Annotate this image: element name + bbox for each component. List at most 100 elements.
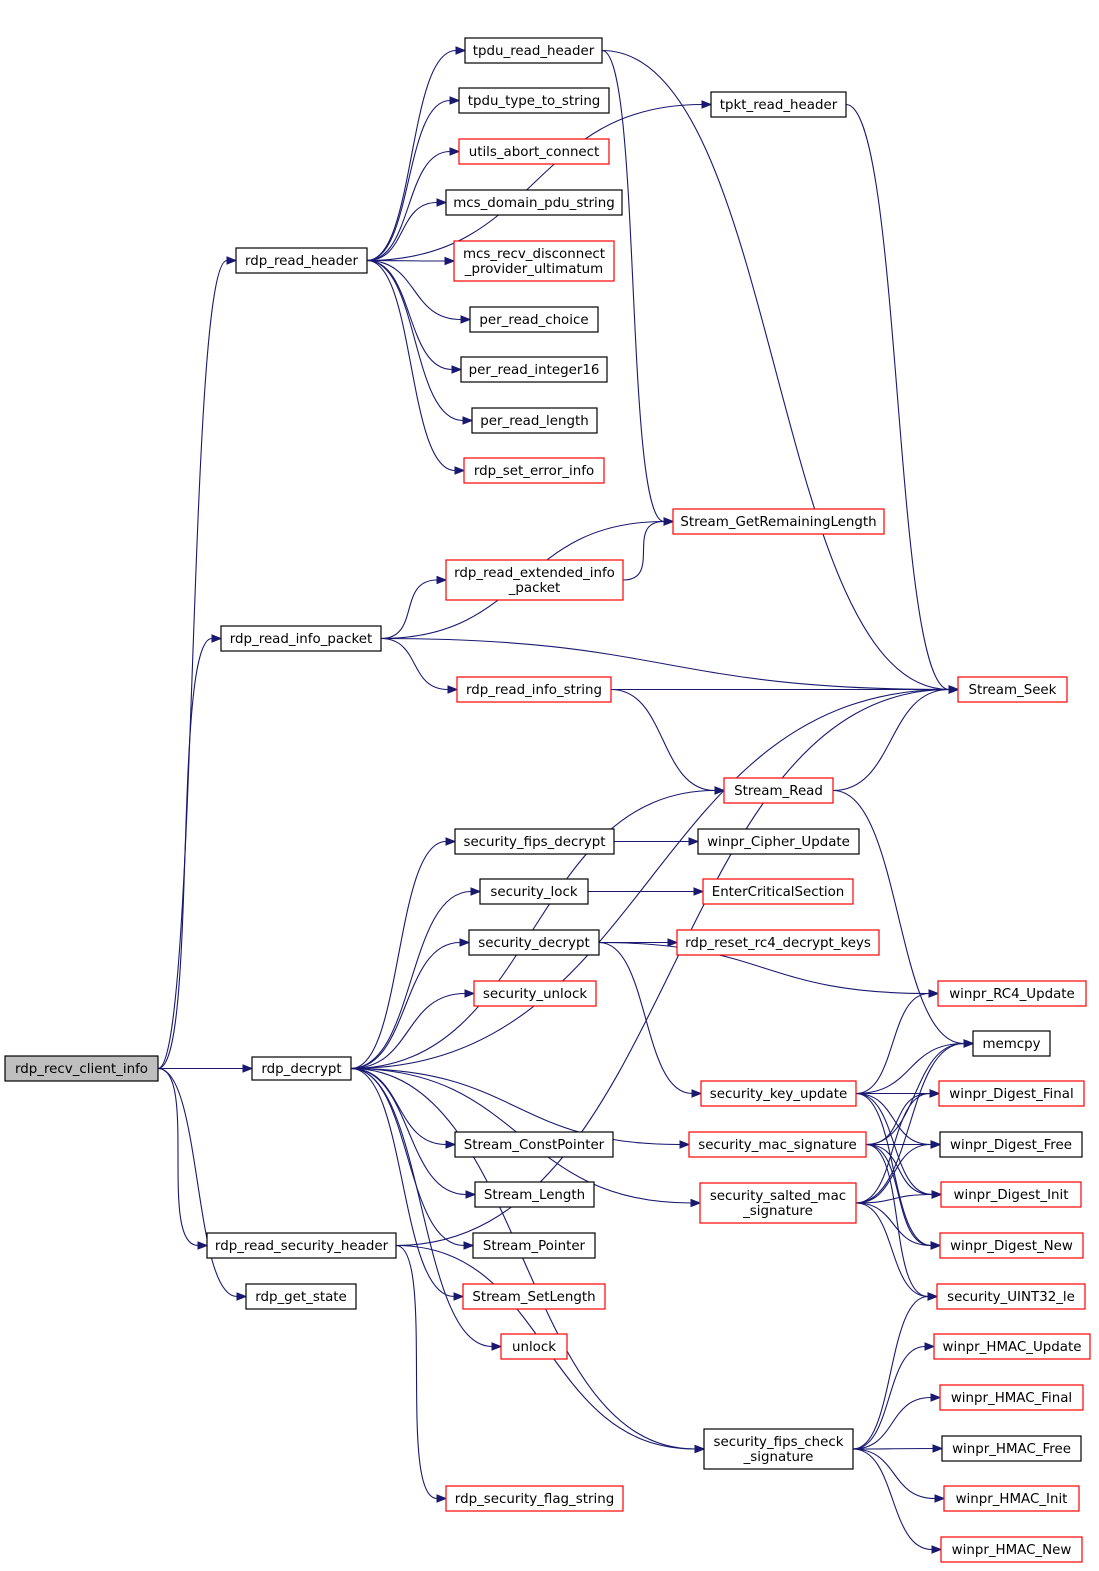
node-box xyxy=(941,1435,1082,1462)
arrowhead xyxy=(445,1140,457,1149)
node-winpr-digest-init[interactable]: winpr_Digest_Init xyxy=(940,1181,1082,1208)
node-label: Stream_Read xyxy=(734,784,823,799)
edge-rdp_decrypt-to-Stream_Seek xyxy=(350,688,950,1070)
node-security-key-update[interactable]: security_key_update xyxy=(700,1080,857,1107)
node-tpdu-type-to-string[interactable]: tpdu_type_to_string xyxy=(458,87,610,114)
edge-security_fips_check_signature-to-security_UINT32_le xyxy=(852,1295,929,1450)
node-label: winpr_HMAC_Init xyxy=(956,1492,1068,1507)
node-rdp-read-info-string[interactable]: rdp_read_info_string xyxy=(456,676,612,703)
node-stream-setlength[interactable]: Stream_SetLength xyxy=(462,1283,606,1310)
node-winpr-digest-new[interactable]: winpr_Digest_New xyxy=(939,1232,1084,1259)
node-mcs-domain-pdu-string[interactable]: mcs_domain_pdu_string xyxy=(445,189,623,216)
node-rdp-read-header[interactable]: rdp_read_header xyxy=(235,247,368,274)
node-box xyxy=(936,1283,1086,1310)
node-rdp-read-info-packet[interactable]: rdp_read_info_packet xyxy=(220,625,382,652)
node-winpr-hmac-init[interactable]: winpr_HMAC_Init xyxy=(943,1485,1080,1512)
node-rdp-recv-client-info[interactable]: rdp_recv_client_info xyxy=(4,1055,159,1082)
node-per-read-integer16[interactable]: per_read_integer16 xyxy=(460,356,608,383)
edge-rdp_decrypt-to-Stream_ConstPointer xyxy=(350,1067,447,1146)
edge-rdp_read_security_header-to-rdp_security_flag_string xyxy=(395,1244,438,1500)
arrowhead xyxy=(436,198,448,207)
node-winpr-hmac-update[interactable]: winpr_HMAC_Update xyxy=(933,1333,1091,1360)
node-label: winpr_RC4_Update xyxy=(949,987,1075,1002)
arrowhead xyxy=(454,466,466,475)
node-stream-seek[interactable]: Stream_Seek xyxy=(957,676,1068,703)
node-stream-read[interactable]: Stream_Read xyxy=(723,777,834,804)
node-per-read-length[interactable]: per_read_length xyxy=(471,407,598,434)
node-rdp-reset-rc4-decrypt-keys[interactable]: rdp_reset_rc4_decrypt_keys xyxy=(676,929,880,956)
node-box xyxy=(702,878,854,905)
edge-security_mac_signature-to-security_UINT32_le xyxy=(865,1143,929,1298)
node-memcpy[interactable]: memcpy xyxy=(972,1030,1051,1057)
node-winpr-cipher-update[interactable]: winpr_Cipher_Update xyxy=(697,828,860,855)
edge-rdp_decrypt-to-security_mac_signature xyxy=(350,1067,681,1146)
edge-Stream_Read-to-memcpy xyxy=(832,789,965,1045)
node-unlock[interactable]: unlock xyxy=(500,1333,568,1360)
node-winpr-rc4-update[interactable]: winpr_RC4_Update xyxy=(937,980,1087,1007)
node-rdp-set-error-info[interactable]: rdp_set_error_info xyxy=(463,457,605,484)
node-winpr-hmac-new[interactable]: winpr_HMAC_New xyxy=(940,1536,1083,1563)
node-box xyxy=(235,247,368,274)
node-security-unlock[interactable]: security_unlock xyxy=(473,980,597,1007)
edge-security_mac_signature-to-winpr_Digest_Init xyxy=(865,1143,933,1196)
edge-rdp_read_info_packet-to-Stream_Seek xyxy=(380,637,950,691)
node-box xyxy=(453,240,615,282)
node-label: security_key_update xyxy=(710,1087,847,1102)
node-winpr-digest-free[interactable]: winpr_Digest_Free xyxy=(939,1131,1083,1158)
edge-security_salted_mac_signature-to-memcpy xyxy=(855,1042,965,1204)
node-utils-abort-connect[interactable]: utils_abort_connect xyxy=(458,138,610,165)
node-stream-getremaininglength[interactable]: Stream_GetRemainingLength xyxy=(672,508,885,535)
arrowhead xyxy=(963,1039,975,1048)
edge-rdp_read_header-to-per_read_length xyxy=(366,259,464,422)
node-label: rdp_set_error_info xyxy=(474,464,594,479)
node-winpr-hmac-final[interactable]: winpr_HMAC_Final xyxy=(939,1384,1084,1411)
node-box xyxy=(500,1333,568,1360)
arrowhead xyxy=(701,100,713,109)
node-entercriticalsection[interactable]: EnterCriticalSection xyxy=(702,878,854,905)
edge-security_fips_check_signature-to-winpr_HMAC_New xyxy=(852,1448,933,1551)
node-label: per_read_length xyxy=(480,414,588,429)
edge-security_fips_check_signature-to-winpr_HMAC_Free xyxy=(852,1447,934,1450)
node-rdp-read-security-header[interactable]: rdp_read_security_header xyxy=(206,1232,397,1259)
node-box xyxy=(454,1131,614,1158)
arrowhead xyxy=(470,887,482,896)
node-stream-pointer[interactable]: Stream_Pointer xyxy=(472,1232,596,1259)
edge-rdp_read_header-to-mcs_domain_pdu_string xyxy=(366,201,438,262)
node-rdp-security-flag-string[interactable]: rdp_security_flag_string xyxy=(445,1485,624,1512)
node-security-fips-check-signature[interactable]: security_fips_check_signature xyxy=(703,1428,854,1470)
node-security-decrypt[interactable]: security_decrypt xyxy=(468,929,600,956)
arrowhead xyxy=(491,1342,503,1351)
node-security-fips-decrypt[interactable]: security_fips_decrypt xyxy=(454,828,615,855)
node-rdp-get-state[interactable]: rdp_get_state xyxy=(245,1283,357,1310)
node-tpkt-read-header[interactable]: tpkt_read_header xyxy=(710,91,847,118)
node-security-salted-mac-signature[interactable]: security_salted_mac_signature xyxy=(699,1182,857,1224)
node-label: rdp_read_info_string xyxy=(466,683,602,698)
node-label: winpr_Cipher_Update xyxy=(707,835,850,850)
node-label: mcs_recv_disconnect xyxy=(463,247,605,262)
node-stream-constpointer[interactable]: Stream_ConstPointer xyxy=(454,1131,614,1158)
node-label: utils_abort_connect xyxy=(469,145,600,160)
arrowhead xyxy=(930,1241,942,1250)
node-label: rdp_decrypt xyxy=(261,1062,341,1077)
node-security-lock[interactable]: security_lock xyxy=(479,878,589,905)
node-rdp-decrypt[interactable]: rdp_decrypt xyxy=(251,1056,352,1081)
arrowhead xyxy=(462,416,474,425)
edge-security_fips_check_signature-to-winpr_HMAC_Init xyxy=(852,1448,936,1500)
node-tpdu-read-header[interactable]: tpdu_read_header xyxy=(464,37,603,64)
node-winpr-digest-final[interactable]: winpr_Digest_Final xyxy=(938,1080,1085,1107)
node-security-mac-signature[interactable]: security_mac_signature xyxy=(688,1131,867,1158)
node-label: winpr_Digest_New xyxy=(950,1239,1073,1254)
node-security-uint32-le[interactable]: security_UINT32_le xyxy=(936,1283,1086,1310)
node-mcs-recv-disconnect-provider-ultimatum[interactable]: mcs_recv_disconnect_provider_ultimatum xyxy=(453,240,615,282)
node-label: rdp_get_state xyxy=(255,1290,347,1305)
node-box xyxy=(943,1485,1080,1512)
node-winpr-hmac-free[interactable]: winpr_HMAC_Free xyxy=(941,1435,1082,1462)
node-rdp-read-extended-info-packet[interactable]: rdp_read_extended_info_packet xyxy=(445,559,624,601)
node-stream-length[interactable]: Stream_Length xyxy=(474,1181,595,1208)
node-label: security_mac_signature xyxy=(698,1138,857,1153)
node-box xyxy=(940,1181,1082,1208)
arrowhead xyxy=(449,147,461,156)
node-per-read-choice[interactable]: per_read_choice xyxy=(469,306,599,333)
arrowhead xyxy=(930,1140,942,1149)
edge-security_salted_mac_signature-to-winpr_Digest_New xyxy=(855,1202,932,1247)
